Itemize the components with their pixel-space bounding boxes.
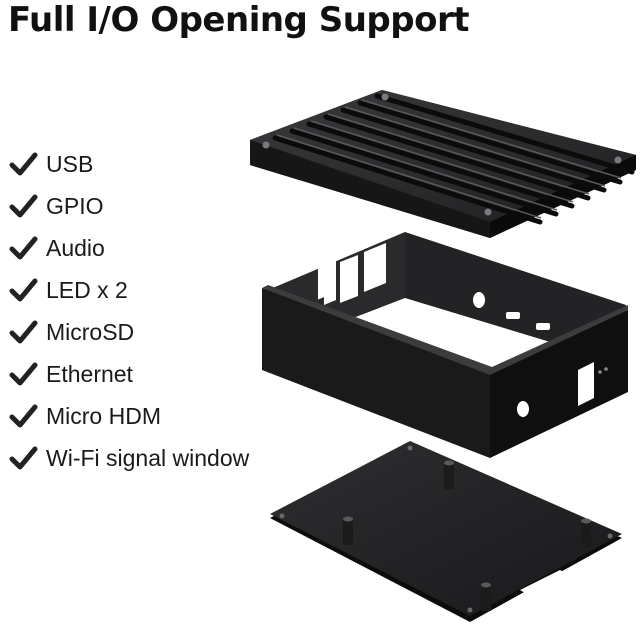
feature-label: MicroSD: [46, 318, 135, 345]
check-icon: [9, 320, 38, 344]
feature-label: Micro HDM: [46, 402, 161, 429]
feature-item-gpio: GPIO: [8, 185, 249, 227]
standoff: [481, 582, 491, 611]
feature-label: Wi-Fi signal window: [46, 444, 250, 471]
feature-item-led: LED x 2: [8, 269, 249, 311]
page-title: Full I/O Opening Support: [8, 0, 469, 40]
case-exploded-illustration: [250, 90, 636, 622]
feature-item-micro-hdm: Micro HDM: [8, 395, 249, 437]
feature-label: Ethernet: [46, 360, 133, 387]
feature-label: GPIO: [46, 192, 104, 219]
check-icon: [9, 362, 38, 386]
standoff: [581, 518, 591, 547]
check-icon: [9, 152, 38, 176]
standoff: [343, 516, 353, 545]
check-icon: [9, 194, 38, 218]
feature-item-wifi-window: Wi-Fi signal window: [8, 437, 249, 479]
feature-label: USB: [46, 150, 94, 177]
case-frame: [262, 232, 628, 458]
check-icon: [9, 446, 38, 470]
feature-item-usb: USB: [8, 143, 249, 185]
feature-list: USB GPIO Audio LED x 2 MicroSD Ethernet …: [8, 143, 249, 479]
standoff: [444, 460, 454, 489]
check-icon: [9, 404, 38, 428]
check-icon: [9, 278, 38, 302]
feature-item-microsd: MicroSD: [8, 311, 249, 353]
feature-label: LED x 2: [46, 276, 128, 303]
feature-item-audio: Audio: [8, 227, 249, 269]
base-plate: [270, 441, 622, 622]
feature-label: Audio: [46, 234, 105, 261]
feature-item-ethernet: Ethernet: [8, 353, 249, 395]
heatsink-lid: [250, 90, 636, 238]
check-icon: [9, 236, 38, 260]
